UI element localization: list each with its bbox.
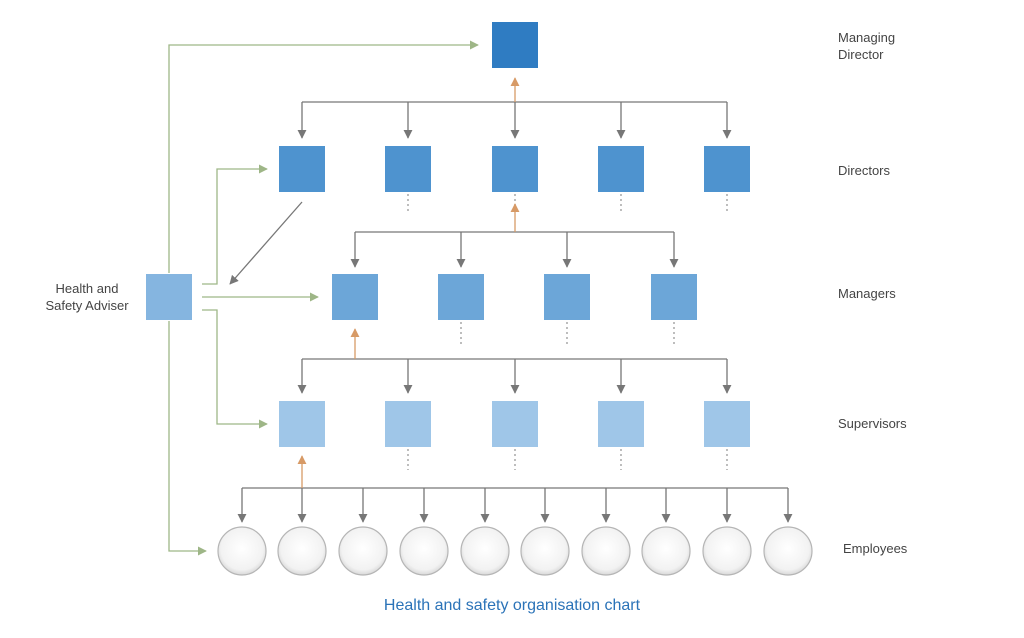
director-box-1: [279, 146, 325, 192]
diagram-caption: Health and safety organisation chart: [383, 597, 641, 614]
adviser-label-line-1: Health and: [55, 281, 119, 296]
level-label-managing-director-line-2: Director: [838, 47, 884, 62]
adviser-label-line-2: Safety Adviser: [45, 298, 129, 313]
connector-lines: [168, 40, 793, 556]
employee-circle-8: [641, 526, 691, 576]
supervisor-box-3: [492, 401, 538, 447]
manager-box-2: [438, 274, 484, 320]
manager-box-3: [544, 274, 590, 320]
adviser-box: [146, 274, 192, 320]
director-box-4: [598, 146, 644, 192]
employee-circle-9: [702, 526, 752, 576]
level-label-managing-director-line-1: Managing: [838, 30, 896, 45]
adviser-link-supervisors: [202, 309, 268, 429]
director-box-2: [385, 146, 431, 192]
manager-box-4: [651, 274, 697, 320]
org-nodes: [146, 22, 813, 576]
employee-circle-5: [460, 526, 510, 576]
director-box-5: [704, 146, 750, 192]
supervisor-box-5: [704, 401, 750, 447]
level-label-employees: Employees: [843, 541, 908, 556]
adviser-label: Health and Safety Adviser: [27, 280, 147, 314]
employee-circle-7: [581, 526, 631, 576]
employee-circle-4: [399, 526, 449, 576]
employee-circle-10: [763, 526, 813, 576]
employee-circle-1: [217, 526, 267, 576]
manager-box-1: [332, 274, 378, 320]
supervisor-box-1: [279, 401, 325, 447]
adviser-link-directors: [202, 164, 268, 285]
director-to-adviser-arrow: [229, 201, 303, 285]
director-box-3: [492, 146, 538, 192]
supervisor-box-4: [598, 401, 644, 447]
employee-circle-3: [338, 526, 388, 576]
level-label-managing-director: Managing Director: [838, 29, 895, 63]
level-label-directors: Directors: [838, 163, 891, 178]
adviser-link-managing-director: [168, 40, 479, 273]
managing-director-box: [492, 22, 538, 68]
employee-circle-6: [520, 526, 570, 576]
supervisor-box-2: [385, 401, 431, 447]
employee-circle-2: [277, 526, 327, 576]
adviser-link-employees: [168, 321, 207, 556]
level-label-managers: Managers: [838, 286, 896, 301]
level-label-supervisors: Supervisors: [838, 416, 907, 431]
